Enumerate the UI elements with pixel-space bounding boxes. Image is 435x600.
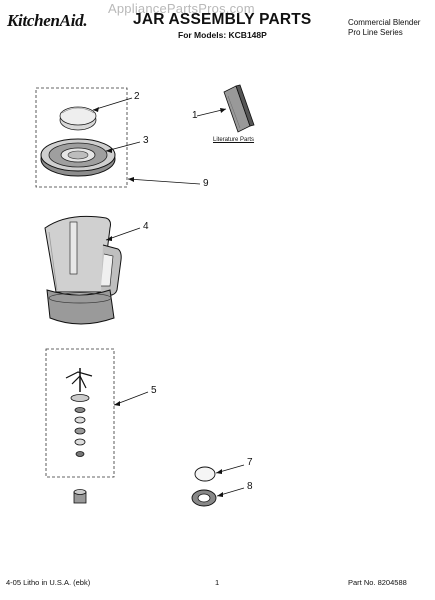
watermark: AppliancePartsPros.com <box>108 1 255 16</box>
models-line: For Models: KCB148P <box>178 30 267 40</box>
callout-8: 8 <box>247 481 253 492</box>
gasket-7-drawing <box>194 466 216 482</box>
jar-drawing <box>44 215 122 325</box>
literature-parts-label: Literature Parts <box>213 137 255 143</box>
lid-drawing <box>40 138 116 177</box>
category-line-2: Pro Line Series <box>348 28 403 37</box>
callout-3: 3 <box>143 135 149 146</box>
literature-book-drawing <box>223 84 255 133</box>
callout-5: 5 <box>151 385 157 396</box>
footer-part-number: Part No. 8204588 <box>348 578 407 587</box>
drive-coupling-drawing <box>73 489 87 504</box>
callout-9: 9 <box>203 178 209 189</box>
footer-litho: 4-05 Litho in U.S.A. (ebk) <box>6 578 91 587</box>
callout-1: 1 <box>192 110 198 121</box>
callout-2: 2 <box>134 91 140 102</box>
assembly-9-dashed-box <box>35 87 128 188</box>
seal-8-drawing <box>191 489 217 507</box>
assembly-5-dashed-box <box>45 348 115 478</box>
category-line-1: Commercial Blender <box>348 18 421 27</box>
callout-4: 4 <box>143 221 149 232</box>
callout-7: 7 <box>247 457 253 468</box>
lid-cap-drawing <box>59 106 97 131</box>
blade-assembly-drawing <box>65 368 93 457</box>
brand-logo: KitchenAid. <box>7 11 88 30</box>
page-title: JAR ASSEMBLY PARTS <box>133 11 312 28</box>
arrowheads <box>93 107 226 497</box>
leader-lines <box>92 97 245 497</box>
footer-page-number: 1 <box>215 578 220 587</box>
